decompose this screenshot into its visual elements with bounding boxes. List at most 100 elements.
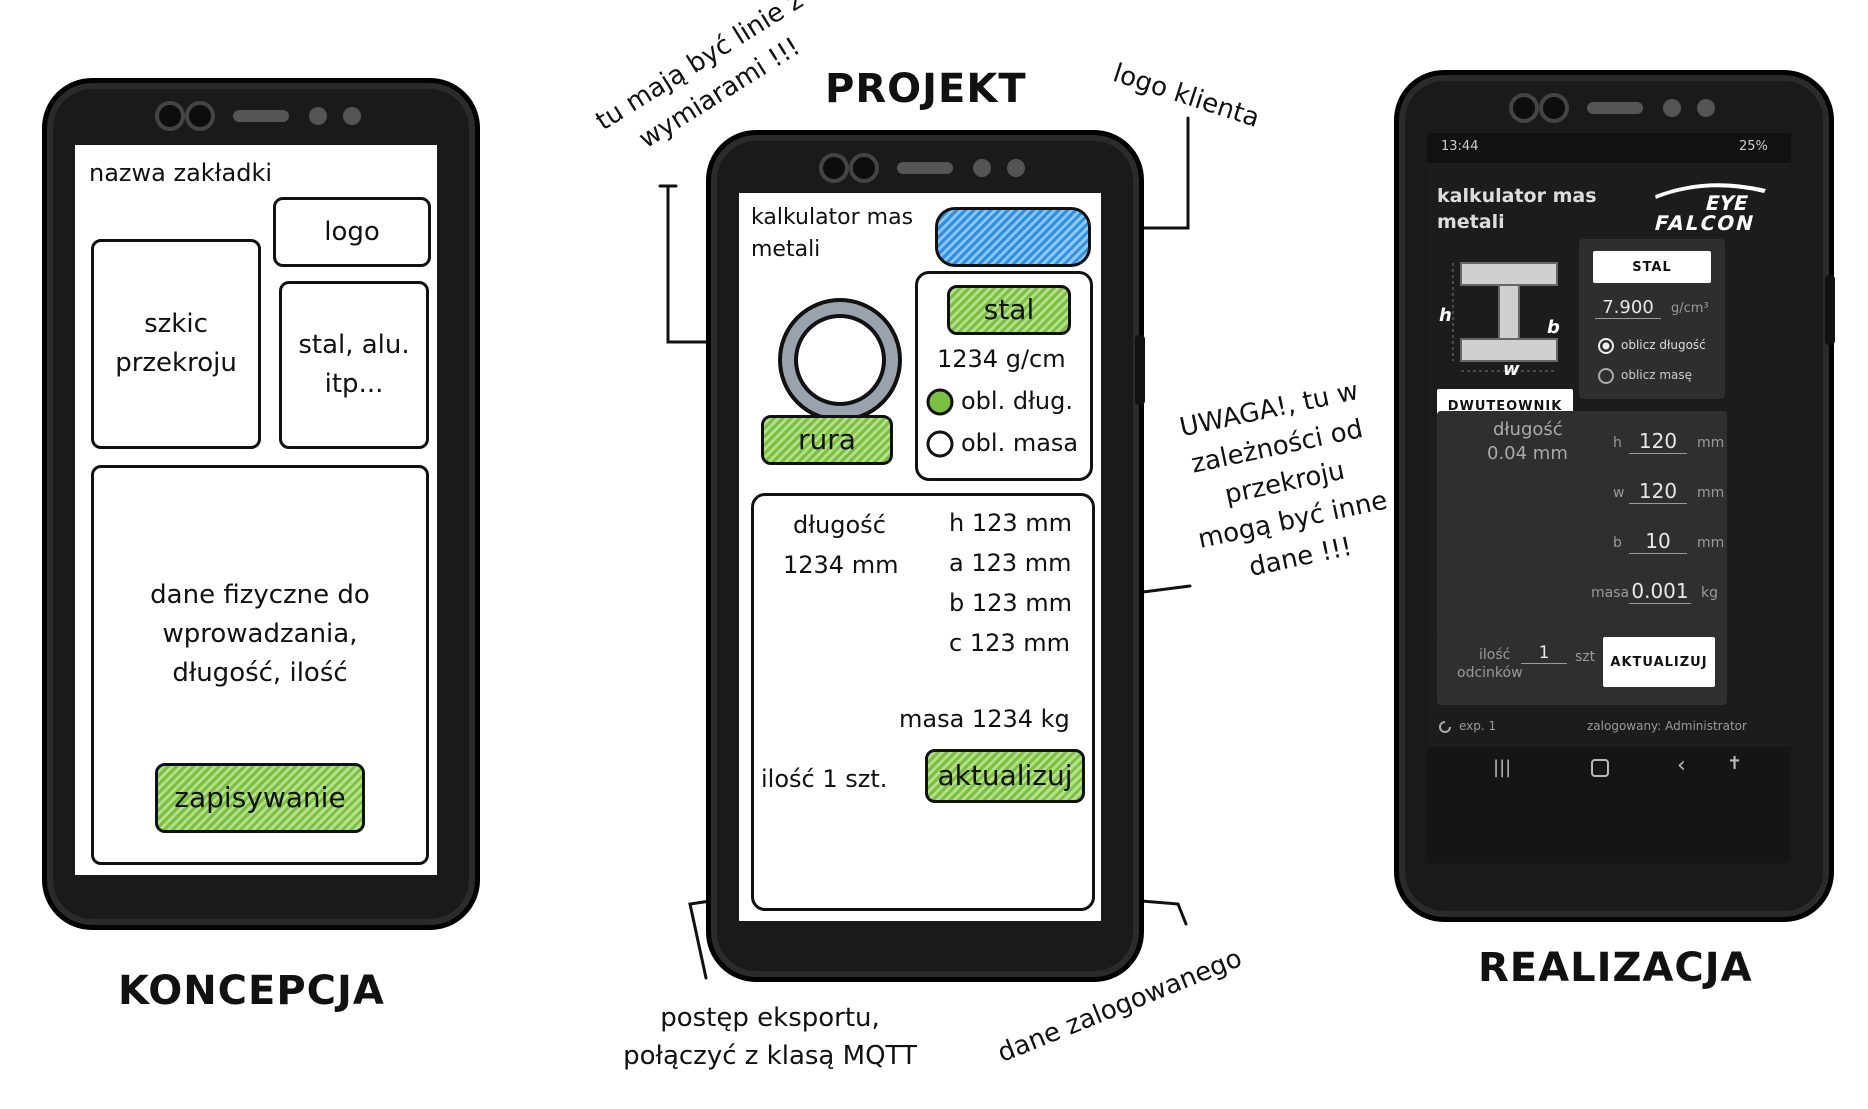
camera-icon [1509, 93, 1539, 123]
dim-b: b 123 mm [949, 589, 1073, 617]
i-beam-sketch [1452, 262, 1558, 372]
field-input-w[interactable]: 120 [1629, 479, 1687, 504]
sensor-dot [973, 159, 991, 177]
material-box [915, 271, 1093, 481]
box-text: przekroju [115, 348, 237, 378]
annotation-line: połączyć z klasą MQTT [623, 1040, 917, 1071]
field-label-mass: masa [1591, 585, 1630, 601]
camera-icon [155, 101, 185, 131]
sensor-dot [1663, 99, 1681, 117]
title-koncepcja: KONCEPCJA [118, 968, 385, 1014]
update-button[interactable]: AKTUALIZUJ [1603, 637, 1715, 687]
sensor-dot [1007, 159, 1025, 177]
section-sketch-box: szkic przekroju [91, 239, 261, 449]
realization-screen: 13:44 25% kalkulator mas metali EYE FALC… [1427, 133, 1791, 863]
status-time: 13:44 [1441, 139, 1479, 154]
radio-mass-label: oblicz masę [1621, 368, 1693, 382]
status-battery: 25% [1739, 139, 1768, 154]
update-button[interactable]: aktualizuj [925, 749, 1085, 803]
eye-falcon-logo: EYE FALCON [1643, 181, 1776, 235]
annotation-export-progress: postęp eksportu, połączyć z klasą MQTT [590, 1000, 950, 1075]
density-value: 1234 g/cm [937, 345, 1066, 373]
status-bar [1427, 133, 1791, 163]
option-length-label: obl. dług. [961, 387, 1073, 415]
field-unit-w: mm [1697, 485, 1725, 501]
export-progress: exp. 1 [1459, 719, 1497, 733]
logo-placeholder: logo [273, 197, 431, 267]
segments-label-line: ilość [1479, 647, 1511, 663]
accessibility-icon[interactable]: ✝ [1727, 753, 1743, 774]
concept-screen: nazwa zakładki logo szkic przekroju stal… [75, 145, 437, 875]
sensor-dot [343, 107, 361, 125]
density-input[interactable]: 7.900 [1595, 297, 1661, 319]
app-title-line: kalkulator mas [751, 205, 914, 230]
speaker-grille [233, 110, 289, 122]
field-unit-h: mm [1697, 435, 1725, 451]
quantity-value: ilość 1 szt. [761, 765, 888, 793]
dimensions-box [751, 493, 1095, 911]
box-text: stal, alu. [298, 330, 410, 360]
physical-data-box: dane fizyczne do wprowadzania, długość, … [91, 465, 429, 865]
beam-label-w: w [1503, 359, 1520, 380]
radio-length-icon[interactable] [1597, 337, 1615, 355]
field-input-b[interactable]: 10 [1629, 529, 1687, 554]
radio-mass-icon[interactable] [1597, 367, 1615, 385]
field-label-b: b [1613, 535, 1622, 551]
recent-apps-icon[interactable]: ||| [1493, 757, 1512, 778]
pipe-section-sketch [778, 298, 902, 422]
field-input-h[interactable]: 120 [1629, 429, 1687, 454]
beam-label-h: h [1439, 305, 1452, 326]
home-icon[interactable] [1591, 759, 1609, 777]
annotation-client-logo: logo klienta [1109, 58, 1264, 134]
app-title-line: metali [751, 237, 821, 262]
logo-text-falcon: FALCON [1652, 211, 1759, 235]
radio-length-icon[interactable] [925, 387, 955, 417]
sensor-dot [1697, 99, 1715, 117]
tab-name-label: nazwa zakładki [89, 159, 273, 187]
field-unit-mass: kg [1701, 585, 1718, 601]
phone-realization: 13:44 25% kalkulator mas metali EYE FALC… [1394, 70, 1835, 922]
field-label-h: h [1613, 435, 1622, 451]
materials-box: stal, alu. itp... [279, 281, 429, 449]
logged-in-user: zalogowany: Administrator [1587, 719, 1747, 733]
side-button [1825, 275, 1835, 345]
speaker-grille [897, 162, 953, 174]
length-label: długość [1493, 419, 1563, 440]
option-mass-label: obl. masa [961, 429, 1079, 457]
steel-button[interactable]: stal [947, 285, 1071, 335]
field-unit-b: mm [1697, 535, 1725, 551]
field-label-w: w [1613, 485, 1625, 501]
dim-a: a 123 mm [949, 549, 1072, 577]
material-button[interactable]: STAL [1593, 251, 1711, 283]
segments-input[interactable]: 1 [1521, 643, 1567, 664]
back-icon[interactable]: ‹ [1677, 753, 1686, 778]
beam-label-b: b [1547, 317, 1560, 338]
phone-concept: nazwa zakładki logo szkic przekroju stal… [42, 78, 480, 930]
length-value: 1234 mm [783, 551, 899, 579]
dim-h: h 123 mm [949, 509, 1073, 537]
camera-icon [185, 101, 215, 131]
title-realizacja: REALIZACJA [1478, 945, 1753, 991]
annotation-line: postęp eksportu, [660, 1003, 880, 1033]
box-text: itp... [324, 369, 384, 399]
side-button [1135, 335, 1145, 405]
box-text: długość, ilość [172, 658, 348, 688]
box-text: dane fizyczne do [150, 580, 370, 610]
nav-bar [1427, 747, 1791, 863]
radio-length-label: oblicz długość [1621, 338, 1706, 352]
field-input-mass[interactable]: 0.001 [1629, 579, 1691, 604]
box-text: wprowadzania, [162, 619, 358, 649]
radio-mass-icon[interactable] [925, 429, 955, 459]
dim-c: c 123 mm [949, 629, 1071, 657]
length-value: 0.04 mm [1487, 443, 1568, 464]
project-screen: kalkulator mas metali rura stal 1234 g/c… [739, 193, 1101, 921]
camera-icon [819, 153, 849, 183]
box-text: szkic [144, 309, 208, 339]
segments-label-line: odcinków [1457, 665, 1523, 681]
mass-value: masa 1234 kg [899, 705, 1070, 733]
app-title-line: metali [1437, 211, 1505, 233]
save-button[interactable]: zapisywanie [155, 763, 365, 833]
speaker-grille [1587, 102, 1643, 114]
pipe-button[interactable]: rura [761, 415, 893, 465]
eye-logo-icon [1655, 183, 1766, 199]
